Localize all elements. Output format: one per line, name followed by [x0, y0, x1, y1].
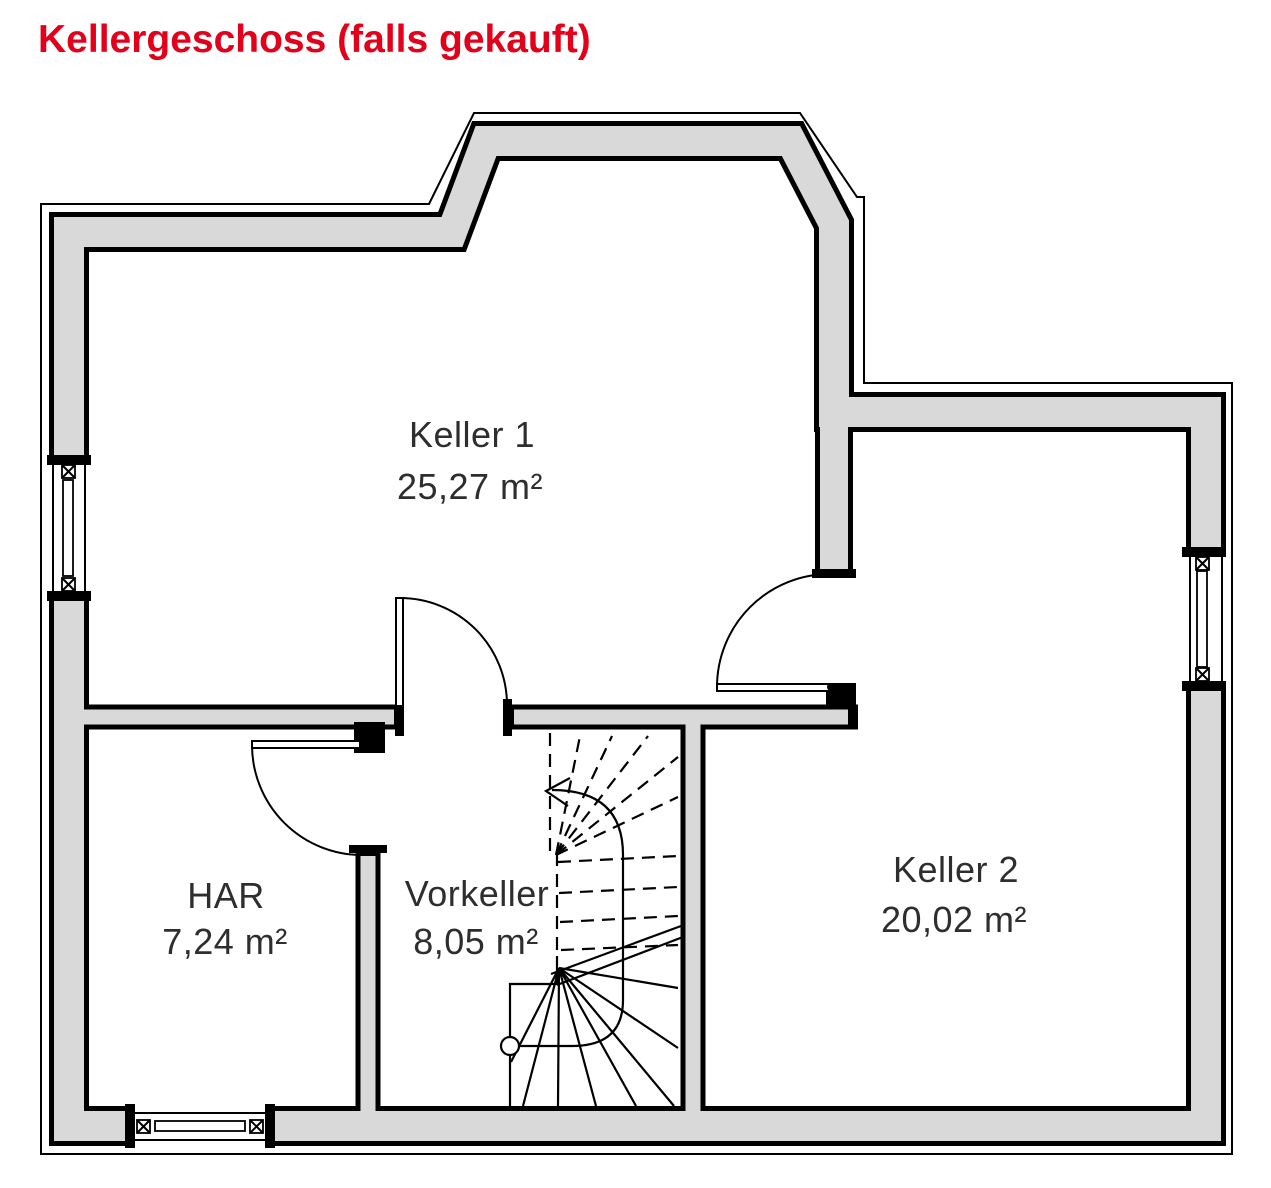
room-area: 8,05 m² [413, 921, 539, 962]
window-jamb [47, 455, 91, 465]
door-leaf [395, 597, 404, 707]
walls-gray-pass [54, 126, 1221, 1141]
room-area: 25,27 m² [397, 466, 543, 507]
walkline-arrow-icon [543, 777, 571, 807]
window-jamb [47, 591, 91, 601]
window-anchor-icon [136, 1119, 151, 1134]
stair-tread-dashed [559, 914, 679, 924]
room-name: HAR [187, 875, 265, 916]
stair-tread-dashed [555, 796, 679, 856]
window-glass [62, 479, 74, 577]
window-south [125, 1103, 275, 1148]
stair-tread-dashed [557, 854, 679, 864]
window-anchor-icon [1195, 667, 1210, 682]
jamb-cap-har-wall-top [349, 845, 387, 853]
door-hinge [827, 683, 835, 691]
window-jamb [265, 1104, 275, 1148]
door-har-vorkeller [251, 740, 363, 856]
stair-tread-dashed [555, 756, 679, 856]
walkline-start-circle [499, 1035, 521, 1057]
stair-outline [508, 956, 559, 1106]
staircase [499, 733, 684, 1107]
walls-black-pass [49, 121, 1226, 1146]
stair-cut-line [550, 924, 682, 976]
window-anchor-icon [61, 464, 76, 479]
stair-tread [558, 967, 679, 1049]
exterior-wall-outline [49, 121, 1226, 1146]
room-label-keller1: Keller 1 25,27 m² [397, 414, 543, 507]
door-swing-arc [716, 573, 831, 688]
stair-tread [557, 967, 598, 1107]
stair-tread-dashed [555, 735, 649, 856]
window-anchor-icon [1195, 556, 1210, 571]
window-jamb [1182, 547, 1226, 557]
door-swing-arc [399, 597, 508, 706]
stair-tread-dashed [554, 735, 582, 856]
stair-tread [558, 967, 637, 1107]
jamb-cap-keller1-door-right [503, 699, 512, 736]
stair-tread [558, 967, 675, 1107]
window-anchor-icon [61, 577, 76, 592]
room-label-keller2: Keller 2 20,02 m² [881, 849, 1027, 940]
window-jamb [125, 1104, 135, 1148]
window-glass [1196, 570, 1208, 668]
window-east [1181, 547, 1228, 691]
door-leaf [716, 683, 832, 692]
window-glass [154, 1120, 246, 1132]
window-jamb [1182, 681, 1226, 691]
window-west [46, 455, 92, 601]
window-anchor-icon [249, 1119, 264, 1134]
room-area: 7,24 m² [162, 921, 288, 962]
stair-cut-line [556, 935, 684, 987]
room-label-har: HAR 7,24 m² [162, 875, 288, 962]
walkline [519, 788, 625, 1048]
room-name: Vorkeller [405, 873, 550, 914]
jamb-cap-keller2-doorway-top [812, 569, 856, 578]
stair-tread [556, 967, 561, 1107]
room-label-vorkeller: Vorkeller 8,05 m² [405, 873, 550, 962]
outer-contour-line [40, 112, 1233, 1155]
room-area: 20,02 m² [881, 899, 1027, 940]
door-keller1-keller2 [716, 573, 835, 692]
stair-tread-dashed [558, 885, 679, 895]
stair-tread [521, 967, 561, 1107]
door-keller1-vorkeller [395, 597, 508, 707]
stair-tread [558, 966, 679, 990]
page-title: Kellergeschoss (falls gekauft) [38, 18, 591, 61]
jamb-cap-keller1-door-left [395, 699, 404, 736]
door-leaf [251, 740, 361, 749]
room-name: Keller 1 [409, 414, 535, 455]
room-name: Keller 2 [893, 849, 1019, 890]
exterior-wall-core [54, 126, 1221, 1141]
door-swing-arc [251, 744, 363, 856]
